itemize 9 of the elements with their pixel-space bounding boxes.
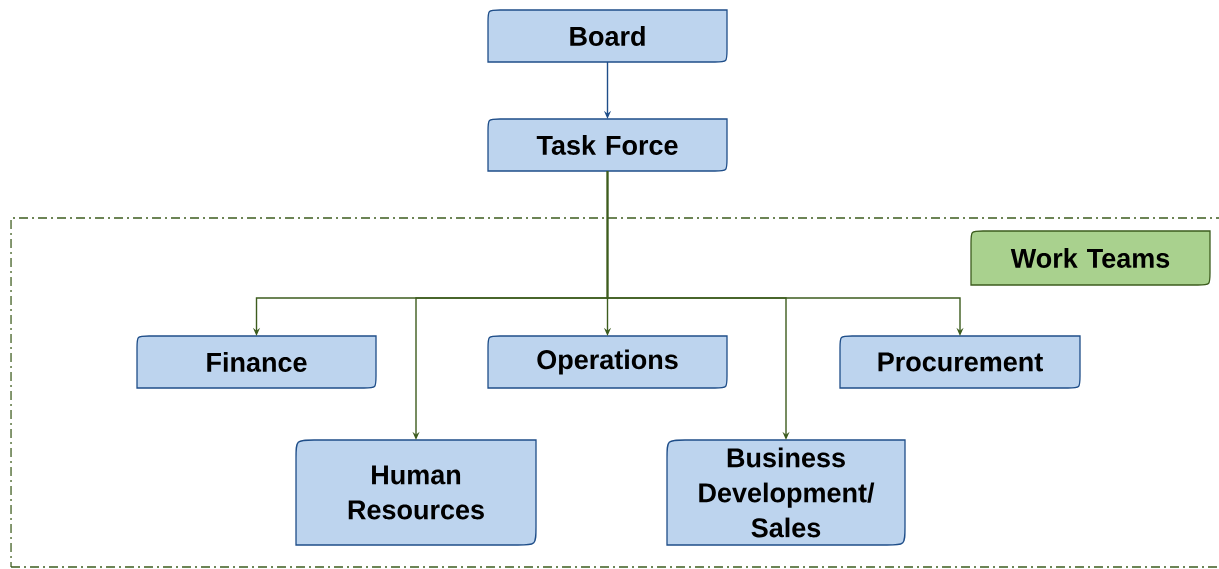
org-box: Task Force [487,118,728,172]
team-box: Business Development/ Sales [666,439,906,546]
team-box: Finance [136,335,377,389]
org-box: Board [487,9,728,63]
team-box: Operations [487,335,728,389]
team-box: Procurement [839,335,1081,389]
group-label-box: Work Teams [970,230,1211,286]
group-frame [10,217,1219,568]
team-box: Human Resources [295,439,537,546]
